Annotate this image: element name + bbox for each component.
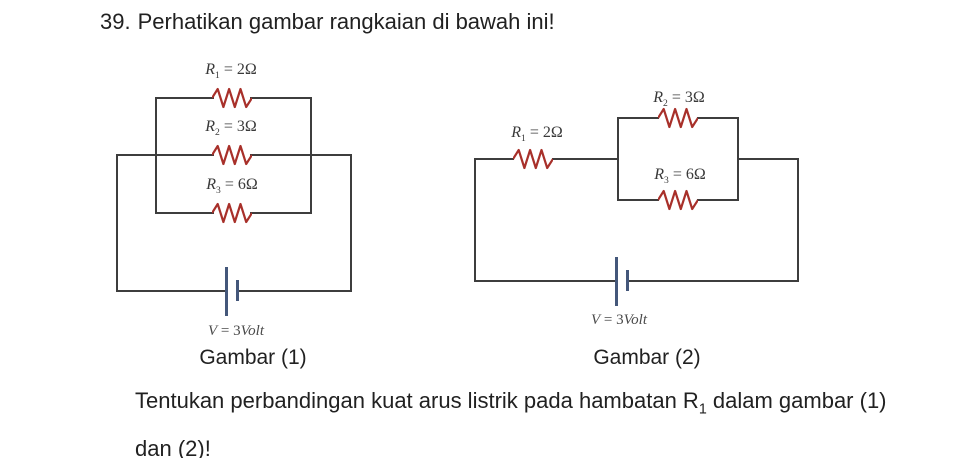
wire	[474, 158, 476, 282]
resistor-symbol-r1	[513, 147, 553, 171]
voltage-label: V = 3Volt	[208, 323, 264, 339]
question-line-2: dan (2)!	[135, 436, 211, 458]
wire	[117, 290, 225, 292]
wire	[552, 158, 619, 160]
question-line-1: Tentukan perbandingan kuat arus listrik …	[135, 388, 887, 418]
resistor-symbol-r3	[658, 188, 698, 212]
wire	[350, 154, 352, 292]
wire	[475, 280, 616, 282]
battery-plate-short	[236, 280, 239, 301]
wire	[737, 117, 739, 201]
resistor-label-r1: R1 = 2Ω	[205, 61, 257, 82]
resistor-label-r1: R1 = 2Ω	[511, 124, 563, 145]
subscript: 1	[698, 401, 707, 418]
wire	[155, 97, 157, 214]
wire	[697, 199, 739, 201]
wire	[797, 158, 799, 282]
wire	[697, 117, 739, 119]
voltage-label: V = 3Volt	[591, 312, 647, 328]
figure-caption-1: Gambar (1)	[199, 346, 307, 369]
question-number: 39.	[100, 9, 131, 34]
battery-plate-long	[615, 257, 618, 306]
resistor-symbol-r1	[212, 86, 252, 110]
wire	[156, 212, 214, 214]
wire	[250, 97, 311, 99]
wire	[250, 154, 351, 156]
wire	[618, 199, 659, 201]
resistor-label-r2: R2 = 3Ω	[205, 118, 257, 139]
battery-plate-long	[225, 267, 228, 316]
question-title: Perhatikan gambar rangkaian di bawah ini…	[137, 9, 555, 34]
wire	[239, 290, 352, 292]
question-body: Tentukan perbandingan kuat arus listrik …	[135, 381, 887, 458]
wire	[117, 154, 214, 156]
wire	[250, 212, 311, 214]
wire	[475, 158, 514, 160]
wire	[116, 154, 118, 292]
resistor-symbol-r2	[212, 143, 252, 167]
wire	[618, 117, 659, 119]
wire	[629, 280, 799, 282]
figure-caption-2: Gambar (2)	[593, 346, 701, 369]
wire	[310, 97, 312, 214]
wire	[617, 117, 619, 201]
resistor-label-r2: R2 = 3Ω	[653, 89, 705, 110]
resistor-label-r3: R3 = 6Ω	[206, 176, 258, 197]
resistor-symbol-r2	[658, 106, 698, 130]
wire	[156, 97, 214, 99]
resistor-symbol-r3	[212, 201, 252, 225]
resistor-label-r3: R3 = 6Ω	[654, 166, 706, 187]
battery-plate-short	[626, 270, 629, 291]
question-header: 39. Perhatikan gambar rangkaian di bawah…	[100, 9, 555, 35]
wire	[738, 158, 799, 160]
